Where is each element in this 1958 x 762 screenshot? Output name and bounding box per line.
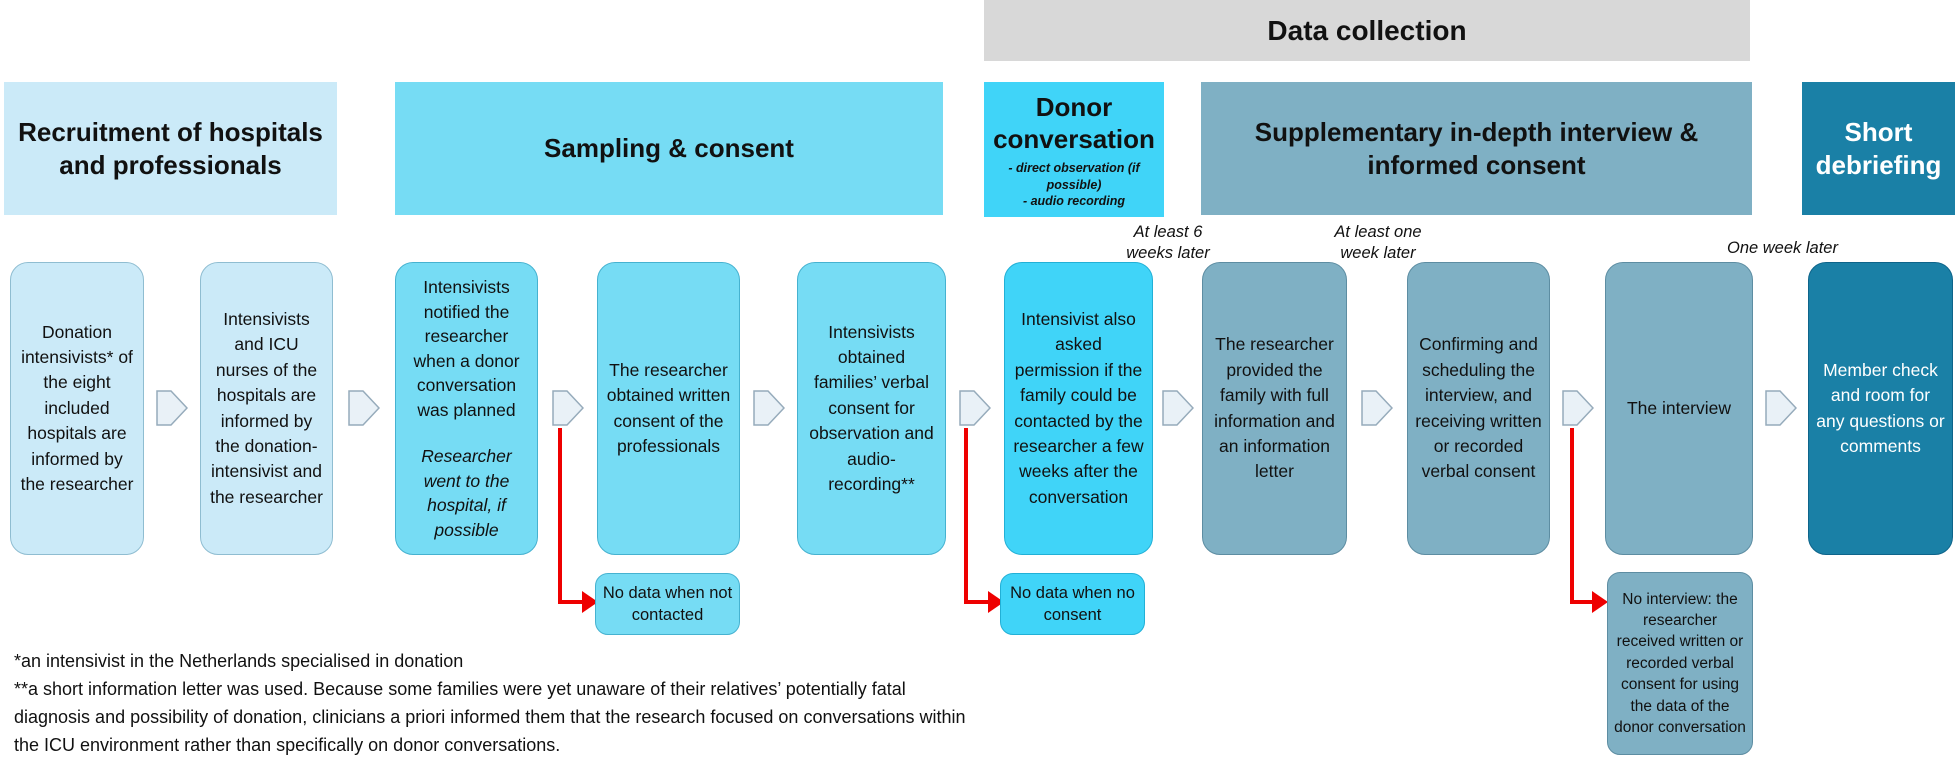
flow-arrow-icon <box>1162 390 1194 426</box>
step-text: The interview <box>1626 397 1732 418</box>
exclusion-arrow-line <box>1570 600 1594 604</box>
flow-arrow-icon <box>552 390 584 426</box>
phase-recruitment-label: Recruitment of hospitals and professiona… <box>18 117 323 180</box>
flow-arrow-icon <box>348 390 380 426</box>
exclusion-arrow-line <box>558 428 562 604</box>
footnote-intensivist: *an intensivist in the Netherlands speci… <box>14 651 464 671</box>
timing-note-one-week-debrief: One week later <box>1727 239 1838 257</box>
phase-recruitment: Recruitment of hospitals and professiona… <box>4 82 337 215</box>
step-box-families-verbal-consent: Intensivists obtained families’ verbal c… <box>797 262 946 555</box>
phase-sampling-consent-label: Sampling & consent <box>544 133 794 164</box>
step-box-member-check: Member check and room for any questions … <box>1808 262 1953 555</box>
flow-arrow-icon <box>156 390 188 426</box>
footnotes: *an intensivist in the Netherlands speci… <box>14 648 979 760</box>
step-box-icu-staff-informed: Intensivists and ICU nurses of the hospi… <box>200 262 333 555</box>
timing-note-one-week-interview: At least one week later <box>1334 223 1422 263</box>
step-text: The researcher provided the family with … <box>1214 334 1335 482</box>
donor-sub-audio: - audio recording <box>1022 194 1126 209</box>
exclusion-arrow-line <box>964 600 990 604</box>
phase-supplementary-interview-label: Supplementary in-depth interview & infor… <box>1254 117 1699 180</box>
step-note-italic: Researcher went to the hospital, if poss… <box>421 446 512 540</box>
step-text: Confirming and scheduling the interview,… <box>1415 334 1542 482</box>
step-box-written-consent-professionals: The researcher obtained written consent … <box>597 262 740 555</box>
step-text: Intensivists and ICU nurses of the hospi… <box>210 309 323 507</box>
step-box-information-letter: The researcher provided the family with … <box>1202 262 1347 555</box>
exclusion-arrow-line <box>964 428 968 604</box>
exclusion-arrow-line <box>1570 428 1574 604</box>
exclusion-arrow-line <box>558 600 584 604</box>
step-box-donation-intensivists-informed: Donation intensivists* of the eight incl… <box>10 262 144 555</box>
phase-donor-conversation-subtitle: - direct observation (if possible) - aud… <box>984 160 1164 211</box>
step-box-the-interview: The interview <box>1605 262 1753 555</box>
exclusion-arrowhead-icon <box>1592 591 1608 613</box>
exclusion-arrowhead-icon <box>582 591 598 613</box>
phase-donor-conversation: Donor conversation - direct observation … <box>984 82 1164 217</box>
data-collection-banner: Data collection <box>984 0 1750 61</box>
phase-sampling-consent: Sampling & consent <box>395 82 943 215</box>
footnote-information-letter: **a short information letter was used. B… <box>14 678 966 755</box>
timing-note-six-weeks: At least 6 weeks later <box>1126 223 1210 263</box>
flow-arrow-icon <box>1562 390 1594 426</box>
flow-arrow-icon <box>959 390 991 426</box>
side-box-no-data-no-consent: No data when no consent <box>1000 573 1145 635</box>
step-text: Donation intensivists* of the eight incl… <box>20 321 134 494</box>
donor-sub-observation: - direct observation (if possible) <box>1008 160 1140 192</box>
flow-arrow-icon <box>1765 390 1797 426</box>
phase-short-debriefing-label: Short debriefing <box>1815 117 1942 180</box>
side-box-text: No data when not contacted <box>602 583 733 624</box>
step-text: Intensivists notified the researcher whe… <box>413 277 520 420</box>
phase-supplementary-interview: Supplementary in-depth interview & infor… <box>1201 82 1752 215</box>
step-box-scheduling-interview: Confirming and scheduling the interview,… <box>1407 262 1550 555</box>
step-text: Intensivist also asked permission if the… <box>1013 309 1144 507</box>
data-collection-label: Data collection <box>1267 14 1467 46</box>
side-box-text: No data when no consent <box>1010 583 1135 624</box>
phase-donor-conversation-label: Donor conversation <box>993 91 1155 155</box>
side-box-text: No interview: the researcher received wr… <box>1614 590 1746 736</box>
step-box-permission-contact-family: Intensivist also asked permission if the… <box>1004 262 1153 555</box>
side-box-no-data-not-contacted: No data when not contacted <box>595 573 740 635</box>
flow-arrow-icon <box>753 390 785 426</box>
flow-arrow-icon <box>1361 390 1393 426</box>
step-text: Member check and room for any questions … <box>1816 359 1945 456</box>
step-text: Intensivists obtained families’ verbal c… <box>809 321 934 494</box>
step-box-researcher-notified: Intensivists notified the researcher whe… <box>395 262 538 555</box>
phase-short-debriefing: Short debriefing <box>1802 82 1955 215</box>
side-box-no-interview: No interview: the researcher received wr… <box>1607 572 1753 755</box>
step-text: The researcher obtained written consent … <box>606 359 731 456</box>
